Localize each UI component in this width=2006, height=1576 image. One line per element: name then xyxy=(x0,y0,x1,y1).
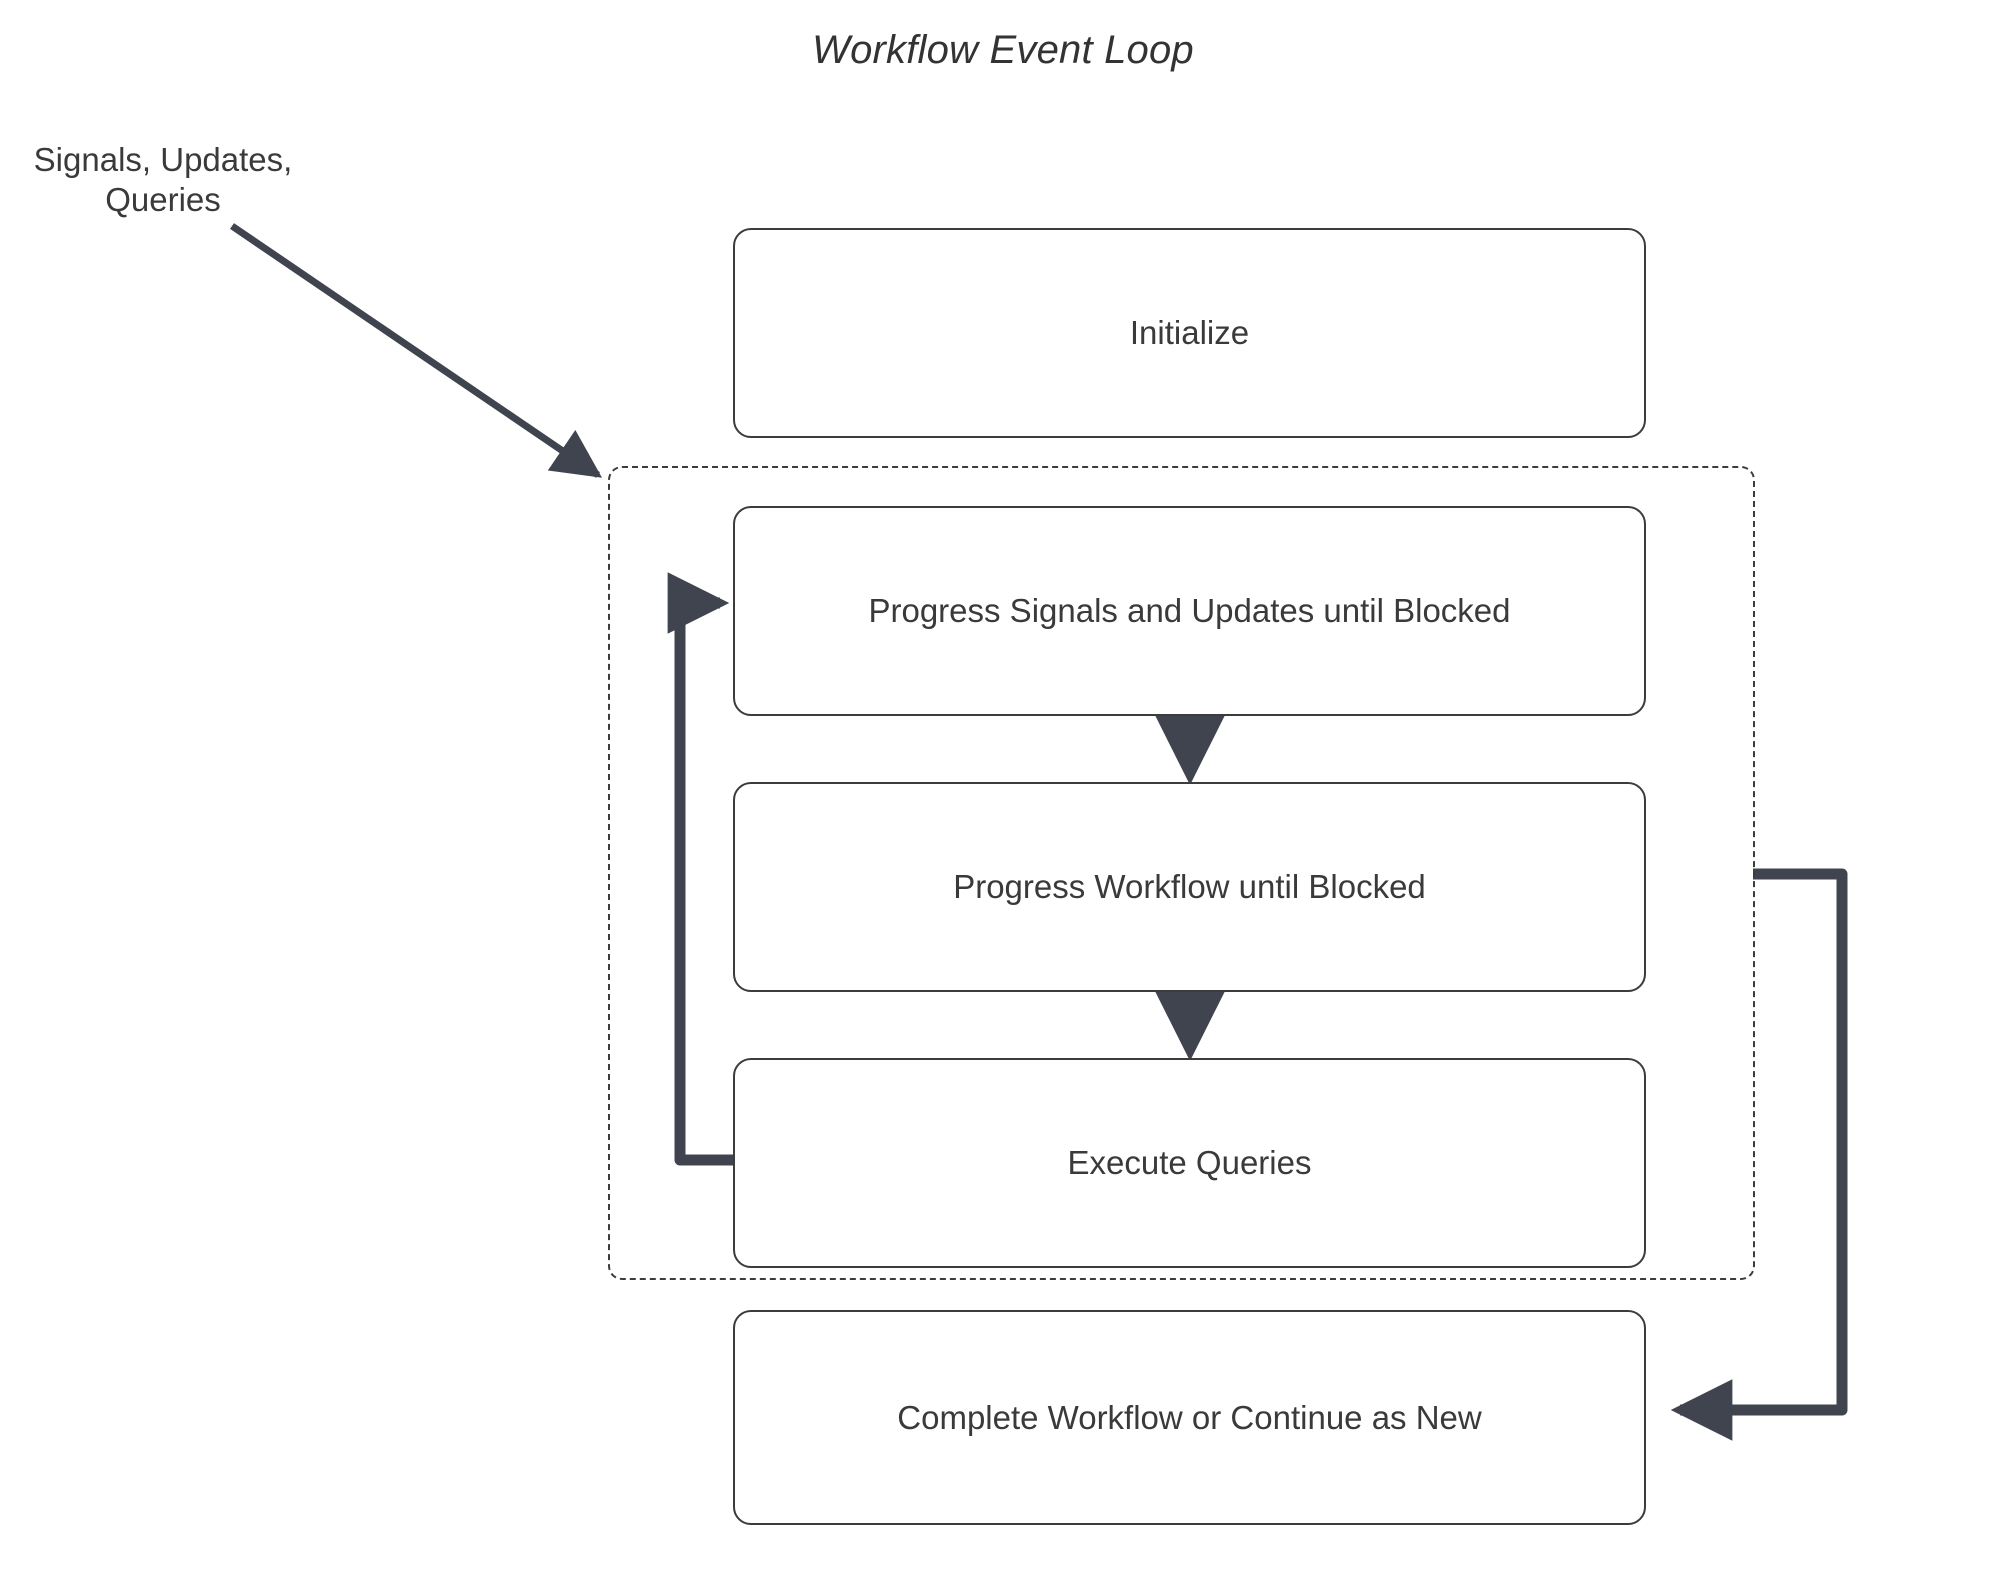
node-progress-workflow-label: Progress Workflow until Blocked xyxy=(953,868,1426,905)
node-progress-signals-label: Progress Signals and Updates until Block… xyxy=(868,592,1511,629)
event-loop-container xyxy=(608,466,1755,1280)
node-complete-workflow-label: Complete Workflow or Continue as New xyxy=(897,1398,1482,1436)
node-execute-queries[interactable]: Execute Queries xyxy=(733,1058,1646,1268)
node-progress-workflow[interactable]: Progress Workflow until Blocked xyxy=(733,782,1646,992)
node-progress-signals[interactable]: Progress Signals and Updates until Block… xyxy=(733,506,1646,716)
external-input-label: Signals, Updates, Queries xyxy=(33,141,293,219)
node-initialize[interactable]: Initialize xyxy=(733,228,1646,438)
connector-external-input-to-loop xyxy=(230,223,603,478)
page-title: Workflow Event Loop xyxy=(812,28,1194,72)
node-complete-workflow[interactable]: Complete Workflow or Continue as New xyxy=(733,1310,1646,1525)
node-initialize-label: Initialize xyxy=(1129,314,1250,351)
node-execute-queries-label: Execute Queries xyxy=(1067,1144,1312,1181)
